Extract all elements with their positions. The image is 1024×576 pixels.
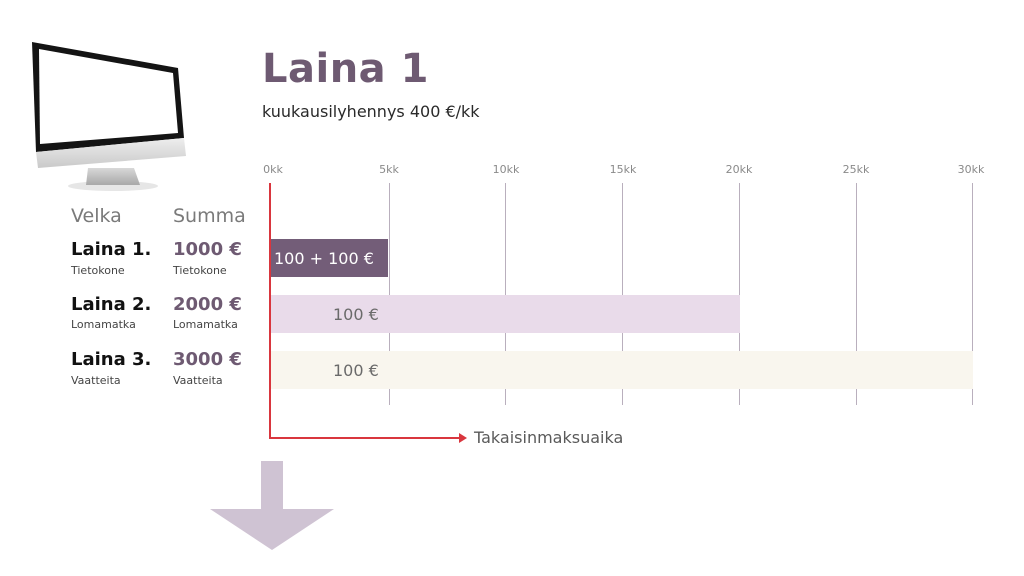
x-axis-line — [269, 437, 461, 439]
gridline-5 — [389, 183, 390, 405]
gridline-15 — [622, 183, 623, 405]
loan-sum-description: Lomamatka — [173, 318, 238, 331]
desktop-monitor-icon — [32, 42, 186, 191]
loan-sum: 1000 € — [173, 239, 242, 260]
tick-label-25: 25kk — [842, 163, 870, 176]
bar-loan-1: 100 + 100 € — [270, 239, 388, 277]
page-title: Laina 1 — [262, 46, 429, 92]
gridline-20 — [739, 183, 740, 405]
tick-label-20: 20kk — [725, 163, 753, 176]
gridline-30 — [972, 183, 973, 405]
y-axis-line — [269, 183, 271, 439]
column-header-sum: Summa — [173, 205, 246, 227]
bar-label: 100 € — [333, 304, 379, 324]
loan-sum: 3000 € — [173, 349, 242, 370]
gridline-25 — [856, 183, 857, 405]
tick-label-5: 5kk — [379, 163, 399, 176]
bar-loan-2: 100 € — [271, 295, 740, 333]
column-header-debt: Velka — [71, 205, 122, 227]
loan-name: Laina 2. — [71, 294, 152, 315]
x-axis-label: Takaisinmaksuaika — [474, 428, 624, 447]
tick-label-15: 15kk — [609, 163, 637, 176]
arrow-down-icon — [210, 461, 334, 550]
tick-label-0: 0kk — [263, 163, 283, 176]
loan-sum-description: Tietokone — [173, 264, 227, 277]
loan-description: Tietokone — [71, 264, 125, 277]
arrow-right-icon — [459, 433, 467, 443]
page-subtitle: kuukausilyhennys 400 €/kk — [262, 102, 480, 121]
loan-name: Laina 1. — [71, 239, 152, 260]
loan-sum-description: Vaatteita — [173, 374, 223, 387]
tick-label-10: 10kk — [492, 163, 520, 176]
bar-label: 100 + 100 € — [274, 248, 374, 268]
loan-sum: 2000 € — [173, 294, 242, 315]
gridline-10 — [505, 183, 506, 405]
bar-label: 100 € — [333, 360, 379, 380]
loan-description: Vaatteita — [71, 374, 121, 387]
loan-description: Lomamatka — [71, 318, 136, 331]
tick-label-30: 30kk — [957, 163, 985, 176]
bar-loan-3: 100 € — [271, 351, 973, 389]
loan-name: Laina 3. — [71, 349, 152, 370]
